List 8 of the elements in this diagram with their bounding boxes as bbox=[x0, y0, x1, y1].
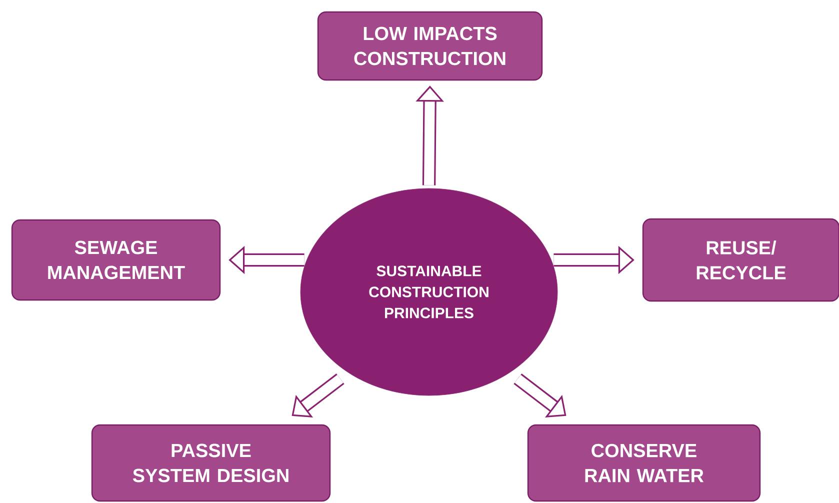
process-box: LOW IMPACTS CONSTRUCTION bbox=[317, 11, 543, 81]
process-box: SEWAGE MANAGEMENT bbox=[11, 219, 221, 301]
process-box: PASSIVE SYSTEM DESIGN bbox=[91, 424, 331, 502]
block-arrow bbox=[292, 374, 344, 418]
process-box: REUSE/ RECYCLE bbox=[642, 218, 839, 302]
circle-node: SUSTAINABLE CONSTRUCTION PRINCIPLES bbox=[300, 188, 558, 396]
process-box: CONSERVE RAIN WATER bbox=[527, 424, 761, 502]
block-arrow bbox=[514, 374, 566, 418]
